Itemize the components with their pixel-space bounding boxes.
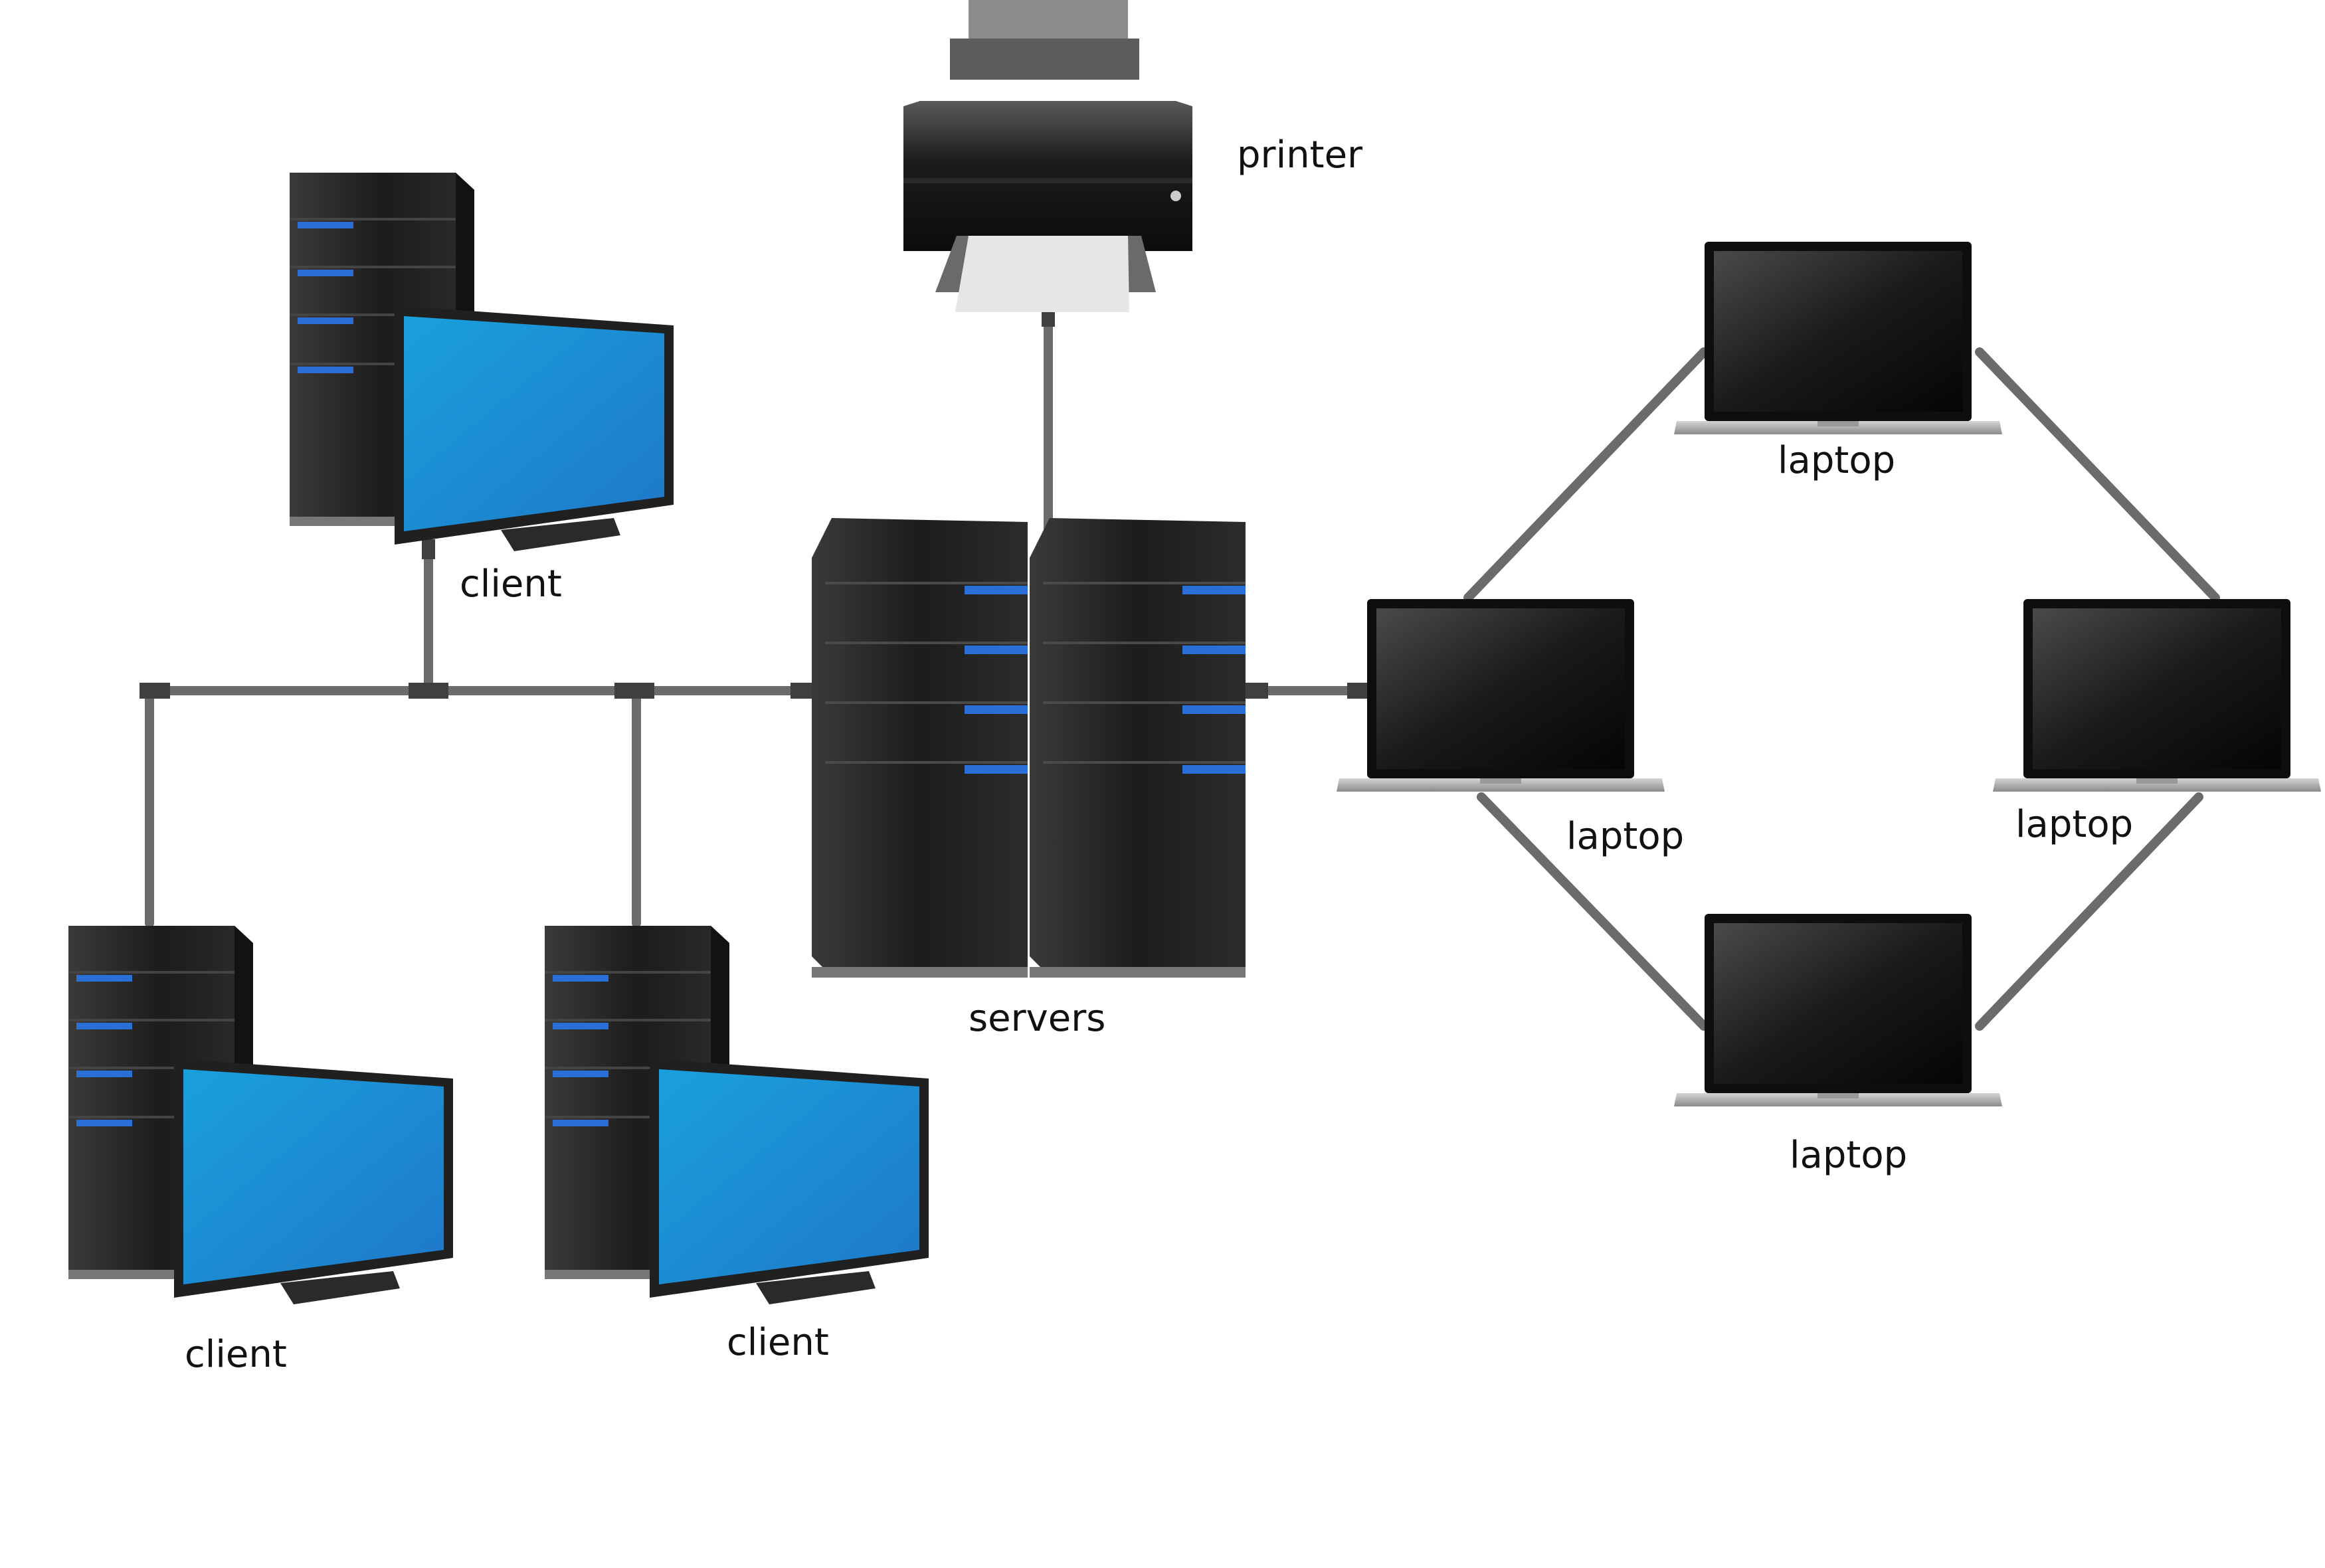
cable-ring-top-right — [1975, 347, 2220, 602]
label-laptop-bottom: laptop — [1790, 1134, 1907, 1177]
server-icon — [812, 518, 1246, 978]
label-laptop-left: laptop — [1566, 815, 1684, 858]
label-servers: servers — [969, 997, 1105, 1040]
label-client-bottom-left: client — [185, 1333, 287, 1376]
label-laptop-top: laptop — [1778, 439, 1895, 482]
cable-ring-left-top — [1463, 347, 1709, 602]
cable-ring-right-bottom — [1975, 792, 2203, 1031]
laptop-icon — [1993, 599, 2321, 792]
desktop-client-icon — [68, 926, 453, 1304]
desktop-client-icon — [545, 926, 929, 1304]
printer-icon — [903, 0, 1192, 312]
label-printer: printer — [1237, 133, 1363, 177]
desktop-client-icon — [290, 173, 674, 551]
laptop-icon — [1674, 242, 2002, 434]
label-client-top: client — [460, 563, 562, 606]
laptop-icon — [1674, 914, 2002, 1106]
laptop-icon — [1337, 599, 1665, 792]
cable-ring-bottom-left — [1477, 792, 1709, 1031]
label-laptop-right: laptop — [2015, 803, 2133, 846]
label-client-bottom-mid: client — [727, 1321, 829, 1364]
